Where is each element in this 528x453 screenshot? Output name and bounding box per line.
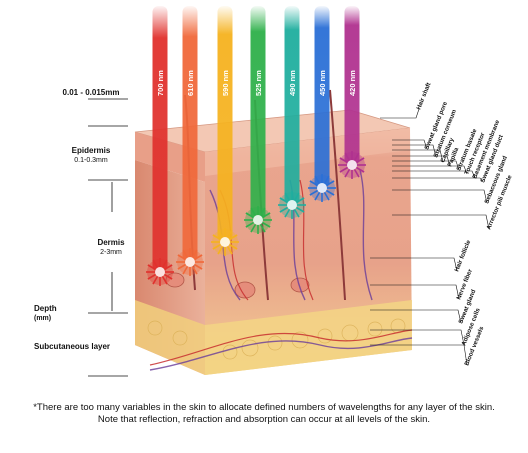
epidermis-depth: 0.1-0.3mm [74, 157, 108, 164]
footnote-line-1: *There are too many variables in the ski… [33, 402, 495, 413]
beam-label: 490 nm [288, 70, 297, 96]
footnote: *There are too many variables in the ski… [0, 402, 528, 426]
beam-label: 525 nm [254, 70, 263, 96]
beam-bar [344, 6, 360, 165]
dermis-label: Dermis 2-3mm [86, 238, 136, 258]
structure-label-hair-follicle: Hair follicle [453, 239, 472, 273]
subcutaneous-title: Subcutaneous layer [34, 342, 111, 351]
beam-label: 610 nm [186, 70, 195, 96]
beam-490-nm: 490 nm [284, 6, 300, 205]
leader-line [370, 284, 460, 300]
beam-bar [250, 6, 266, 220]
beam-450-nm: 450 nm [314, 6, 330, 188]
beam-590-nm: 590 nm [217, 6, 233, 242]
beam-420-nm: 420 nm [344, 6, 360, 165]
beam-bar [284, 6, 300, 205]
burst-700-nm [146, 258, 174, 286]
leader-line [392, 160, 460, 171]
beam-610-nm: 610 nm [182, 6, 198, 262]
burst-590-nm [211, 228, 239, 256]
beam-label: 450 nm [318, 70, 327, 96]
burst-450-nm [308, 174, 336, 202]
top-layer-thickness: 0.01 - 0.015mm [60, 88, 122, 98]
leader-line [370, 257, 458, 272]
penetration-bursts [146, 151, 366, 286]
beam-bar [217, 6, 233, 242]
depth-title: Depth [34, 304, 57, 313]
leader-line [392, 214, 490, 230]
beam-label: 420 nm [348, 70, 357, 96]
dermis-title: Dermis [97, 238, 125, 247]
burst-610-nm [176, 248, 204, 276]
leader-line [380, 108, 420, 119]
beam-bar [314, 6, 330, 188]
epidermis-label: Epidermis 0.1-0.3mm [64, 146, 118, 166]
light-beams: 700 nm 610 nm 590 nm 525 nm 490 nm 450 nm 420 … [152, 6, 360, 272]
beam-bar [152, 6, 168, 272]
leader-line [392, 170, 476, 179]
leader-line [392, 144, 437, 158]
burst-490-nm [278, 191, 306, 219]
leader-line [370, 309, 462, 324]
depth-label: Depth (mm) [34, 304, 74, 324]
structure-leader-lines [370, 108, 490, 366]
beam-label: 590 nm [221, 70, 230, 96]
leader-line [392, 165, 468, 175]
leader-line [392, 189, 488, 204]
leader-line [370, 344, 468, 366]
leader-line [392, 139, 428, 150]
beam-label: 700 nm [156, 70, 165, 96]
footnote-line-2: Note that reflection, refraction and abs… [97, 414, 431, 425]
epidermis-title: Epidermis [71, 146, 111, 155]
structure-label-hair-shaft: Hair shaft [415, 82, 432, 111]
beam-525-nm: 525 nm [250, 6, 266, 220]
depth-unit: (mm) [34, 315, 52, 322]
beam-bar [182, 6, 198, 262]
leader-line [392, 155, 451, 167]
leader-line [370, 329, 465, 346]
leader-line [392, 177, 484, 183]
dermis-depth: 2-3mm [100, 249, 122, 256]
burst-525-nm [244, 206, 272, 234]
burst-420-nm [338, 151, 366, 179]
beam-700-nm: 700 nm [152, 6, 168, 272]
subcutaneous-label: Subcutaneous layer [34, 342, 144, 352]
depth-markers [88, 98, 128, 377]
leader-line [392, 149, 444, 163]
top-layer-thickness-text: 0.01 - 0.015mm [62, 88, 120, 97]
skin-block [134, 89, 413, 375]
